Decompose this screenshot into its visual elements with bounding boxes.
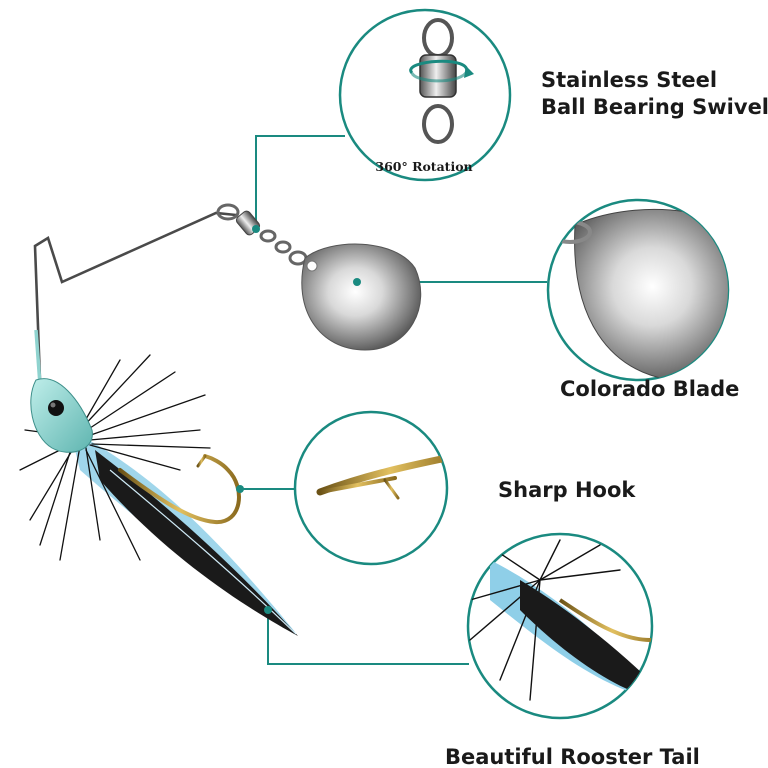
swivel-closeup-icon xyxy=(419,18,457,144)
label-swivel-line2: Ball Bearing Swivel xyxy=(541,95,768,119)
callout-hook xyxy=(293,410,449,566)
callout-swivel xyxy=(338,8,512,182)
label-hook: Sharp Hook xyxy=(498,478,636,502)
blade-icon xyxy=(301,243,422,351)
wire-arm xyxy=(33,211,238,382)
callout-tail xyxy=(466,532,654,720)
callout-blade xyxy=(546,198,730,382)
hook-icon xyxy=(118,454,241,525)
label-swivel-line1: Stainless Steel xyxy=(541,68,718,92)
feather-icon xyxy=(19,354,298,636)
label-swivel: Stainless Steel Ball Bearing Swivel xyxy=(541,67,768,121)
wire-sleeve xyxy=(34,329,42,386)
rotation-caption: 360° Rotation xyxy=(375,159,473,174)
label-tail: Beautiful Rooster Tail xyxy=(445,745,700,768)
label-blade: Colorado Blade xyxy=(560,377,740,401)
leader-tail xyxy=(267,610,469,665)
leader-swivel xyxy=(255,135,345,229)
jig-head xyxy=(30,378,93,453)
rotation-arrow-icon xyxy=(409,59,474,83)
